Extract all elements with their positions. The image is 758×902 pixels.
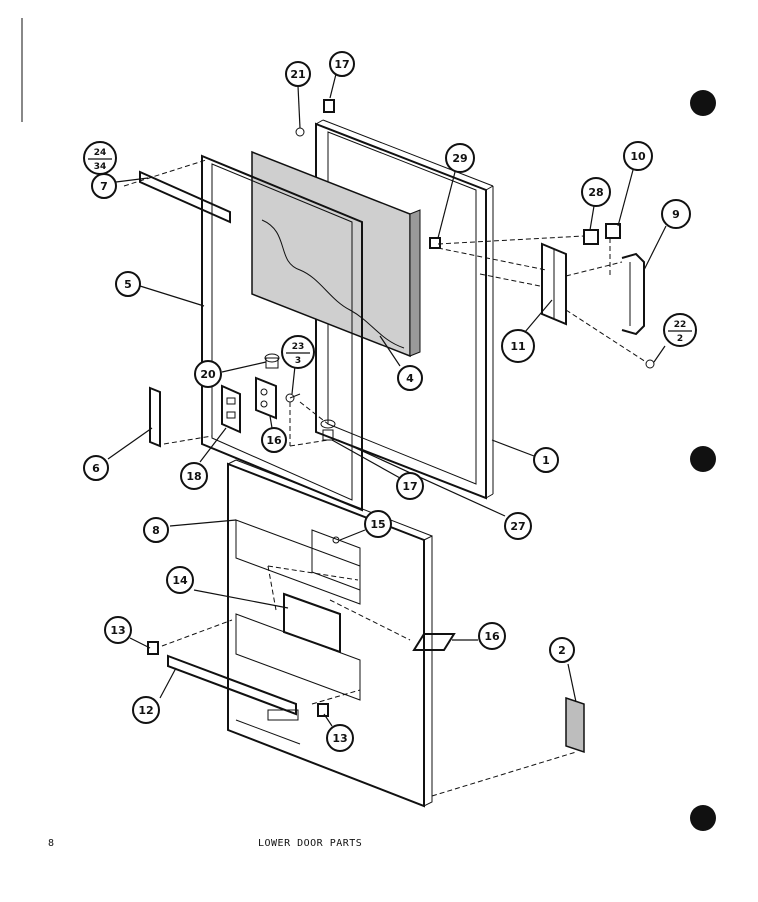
part-21-washer [295, 127, 305, 137]
part-22-screw [645, 359, 655, 369]
part-17-cap-lower [320, 419, 336, 441]
part-7-top-strip [139, 170, 231, 224]
callout-15: 15 [364, 510, 392, 538]
part-14-insert [283, 592, 341, 654]
page-number: 8 [48, 838, 55, 849]
callout-leader-lines [107, 73, 667, 727]
svg-text:13: 13 [110, 624, 125, 637]
svg-text:34: 34 [94, 162, 107, 172]
part-20-bushing [264, 353, 280, 369]
svg-text:17: 17 [402, 480, 417, 493]
part-2-block [565, 696, 585, 754]
callout-29: 29 [445, 143, 475, 173]
callout-2: 2 [549, 637, 575, 663]
part-9-handle [621, 252, 645, 336]
svg-text:23: 23 [292, 342, 305, 352]
callout-28: 28 [581, 177, 611, 207]
svg-text:15: 15 [370, 518, 385, 531]
svg-text:9: 9 [672, 208, 680, 221]
page-caption: LOWER DOOR PARTS [258, 838, 362, 849]
callout-16-upper: 16 [261, 427, 287, 453]
callout-27: 27 [504, 512, 532, 540]
callout-13-right: 13 [326, 724, 354, 752]
callout-6: 6 [83, 455, 109, 481]
part-15-fastener [332, 536, 340, 544]
svg-text:3: 3 [295, 356, 301, 366]
svg-text:20: 20 [200, 368, 216, 381]
svg-text:11: 11 [510, 340, 525, 353]
svg-text:2: 2 [558, 644, 566, 657]
callout-13-left: 13 [104, 616, 132, 644]
part-4-insulation-panel [251, 150, 421, 358]
svg-text:16: 16 [484, 630, 500, 643]
svg-text:4: 4 [406, 372, 414, 385]
callout-11: 11 [501, 329, 535, 363]
svg-text:27: 27 [510, 520, 525, 533]
part-16-bracket-upper [255, 376, 277, 420]
svg-text:8: 8 [152, 524, 160, 537]
svg-text:21: 21 [290, 68, 305, 81]
svg-text:13: 13 [332, 732, 347, 745]
part-1-door-frame [315, 119, 494, 500]
callout-21: 21 [285, 61, 311, 87]
callout-4: 4 [397, 365, 423, 391]
callout-22-2: 22 2 [663, 313, 697, 347]
callout-9: 9 [661, 199, 691, 229]
part-6-side-strip [149, 386, 161, 448]
punch-hole-middle [690, 446, 716, 472]
callout-5: 5 [115, 271, 141, 297]
callout-16-lower: 16 [478, 622, 506, 650]
callout-24-34: 24 34 [83, 141, 117, 175]
callout-18: 18 [180, 462, 208, 490]
svg-text:18: 18 [186, 470, 201, 483]
part-28-plate [583, 229, 599, 245]
punch-hole-bottom [690, 805, 716, 831]
svg-text:17: 17 [334, 58, 349, 71]
callout-17-top: 17 [329, 51, 355, 77]
svg-text:28: 28 [588, 186, 603, 199]
part-8-lower-panel [227, 459, 433, 808]
part-17-cap-top [323, 99, 335, 113]
callout-7: 7 [91, 173, 117, 199]
svg-text:22: 22 [674, 320, 687, 330]
callout-23-3: 23 3 [281, 335, 315, 369]
callout-20: 20 [194, 360, 222, 388]
part-23-screw [285, 393, 301, 403]
punch-hole-top [690, 90, 716, 116]
svg-text:1: 1 [542, 454, 550, 467]
callout-10-top: 10 [623, 141, 653, 171]
callout-17-lower: 17 [396, 472, 424, 500]
svg-text:2: 2 [677, 334, 683, 344]
svg-text:29: 29 [452, 152, 467, 165]
part-16-tray-lower [412, 633, 456, 651]
part-11-handle-mount [541, 242, 567, 326]
svg-text:16: 16 [266, 434, 282, 447]
part-29-clip [429, 237, 441, 249]
svg-text:5: 5 [124, 278, 132, 291]
callout-14: 14 [166, 566, 194, 594]
part-5-liner-frame [201, 154, 363, 512]
callout-1: 1 [533, 447, 559, 473]
svg-text:10: 10 [630, 150, 646, 163]
svg-text:12: 12 [138, 704, 153, 717]
part-13-clip-left [147, 641, 159, 655]
svg-text:6: 6 [92, 462, 100, 475]
svg-text:7: 7 [100, 180, 108, 193]
svg-text:24: 24 [94, 148, 107, 158]
part-10-cover-plate [605, 223, 621, 239]
callout-8: 8 [143, 517, 169, 543]
callout-12: 12 [132, 696, 160, 724]
part-13-clip-right [317, 703, 329, 717]
svg-text:14: 14 [172, 574, 188, 587]
assembly-dashed-lines [123, 159, 647, 797]
part-18-hinge-plate [221, 384, 241, 434]
part-12-bottom-strip [167, 654, 297, 716]
